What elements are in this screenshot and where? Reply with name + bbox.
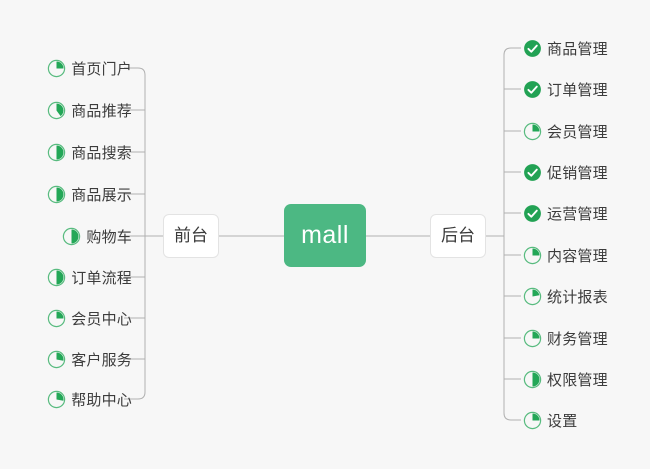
root-node-label: mall	[301, 221, 349, 249]
connector-line	[503, 47, 521, 421]
leaf-node-label: 权限管理	[547, 371, 608, 389]
pie-icon	[47, 143, 66, 162]
pie-icon	[47, 350, 66, 369]
leaf-node-label: 帮助中心	[71, 391, 132, 409]
root-node-mall[interactable]: mall	[284, 204, 366, 267]
leaf-node-label: 财务管理	[547, 330, 608, 348]
leaf-node-label: 统计报表	[547, 288, 608, 306]
pie-icon	[523, 287, 542, 306]
leaf-node-frontend-5[interactable]: 订单流程	[47, 265, 132, 289]
leaf-node-backend-0[interactable]: 商品管理	[523, 36, 608, 60]
leaf-node-frontend-3[interactable]: 商品展示	[47, 182, 132, 206]
leaf-node-label: 内容管理	[547, 247, 608, 265]
leaf-node-backend-3[interactable]: 促销管理	[523, 160, 608, 184]
leaf-node-backend-4[interactable]: 运营管理	[523, 201, 608, 225]
leaf-node-frontend-4[interactable]: 购物车	[62, 224, 132, 248]
leaf-node-label: 商品展示	[71, 186, 132, 204]
leaf-node-label: 运营管理	[547, 205, 608, 223]
leaf-node-label: 设置	[547, 412, 578, 430]
pie-icon	[523, 122, 542, 141]
leaf-node-frontend-2[interactable]: 商品搜索	[47, 140, 132, 164]
leaf-node-backend-7[interactable]: 财务管理	[523, 326, 608, 350]
check-circle-icon	[523, 204, 542, 223]
leaf-node-label: 客户服务	[71, 351, 132, 369]
leaf-node-label: 商品搜索	[71, 144, 132, 162]
leaf-node-label: 首页门户	[71, 60, 132, 78]
branch-node-backend-label: 后台	[441, 226, 475, 245]
pie-icon	[523, 411, 542, 430]
leaf-node-frontend-1[interactable]: 商品推荐	[47, 98, 132, 122]
pie-icon	[47, 59, 66, 78]
leaf-node-label: 商品推荐	[71, 102, 132, 120]
pie-icon	[523, 246, 542, 265]
pie-icon	[47, 390, 66, 409]
leaf-node-backend-5[interactable]: 内容管理	[523, 243, 608, 267]
pie-icon	[523, 329, 542, 348]
leaf-node-frontend-6[interactable]: 会员中心	[47, 306, 132, 330]
leaf-node-backend-9[interactable]: 设置	[523, 408, 577, 432]
leaf-node-label: 促销管理	[547, 164, 608, 182]
branch-node-frontend-label: 前台	[174, 226, 208, 245]
check-circle-icon	[523, 80, 542, 99]
check-circle-icon	[523, 163, 542, 182]
leaf-node-frontend-7[interactable]: 客户服务	[47, 347, 132, 371]
leaf-node-label: 订单管理	[547, 81, 608, 99]
leaf-node-backend-8[interactable]: 权限管理	[523, 367, 608, 391]
leaf-node-label: 订单流程	[71, 269, 132, 287]
leaf-node-frontend-0[interactable]: 首页门户	[47, 56, 132, 80]
leaf-node-label: 会员中心	[71, 310, 132, 328]
leaf-node-backend-1[interactable]: 订单管理	[523, 77, 608, 101]
leaf-node-label: 商品管理	[547, 40, 608, 58]
leaf-node-label: 购物车	[86, 228, 132, 246]
pie-icon	[47, 309, 66, 328]
leaf-node-label: 会员管理	[547, 123, 608, 141]
pie-icon	[47, 101, 66, 120]
check-circle-icon	[523, 39, 542, 58]
pie-icon	[523, 370, 542, 389]
pie-icon	[47, 185, 66, 204]
branch-node-frontend[interactable]: 前台	[163, 214, 219, 258]
leaf-node-backend-6[interactable]: 统计报表	[523, 284, 608, 308]
leaf-node-frontend-8[interactable]: 帮助中心	[47, 387, 132, 411]
leaf-node-backend-2[interactable]: 会员管理	[523, 119, 608, 143]
branch-node-backend[interactable]: 后台	[430, 214, 486, 258]
pie-icon	[47, 268, 66, 287]
pie-icon	[62, 227, 81, 246]
